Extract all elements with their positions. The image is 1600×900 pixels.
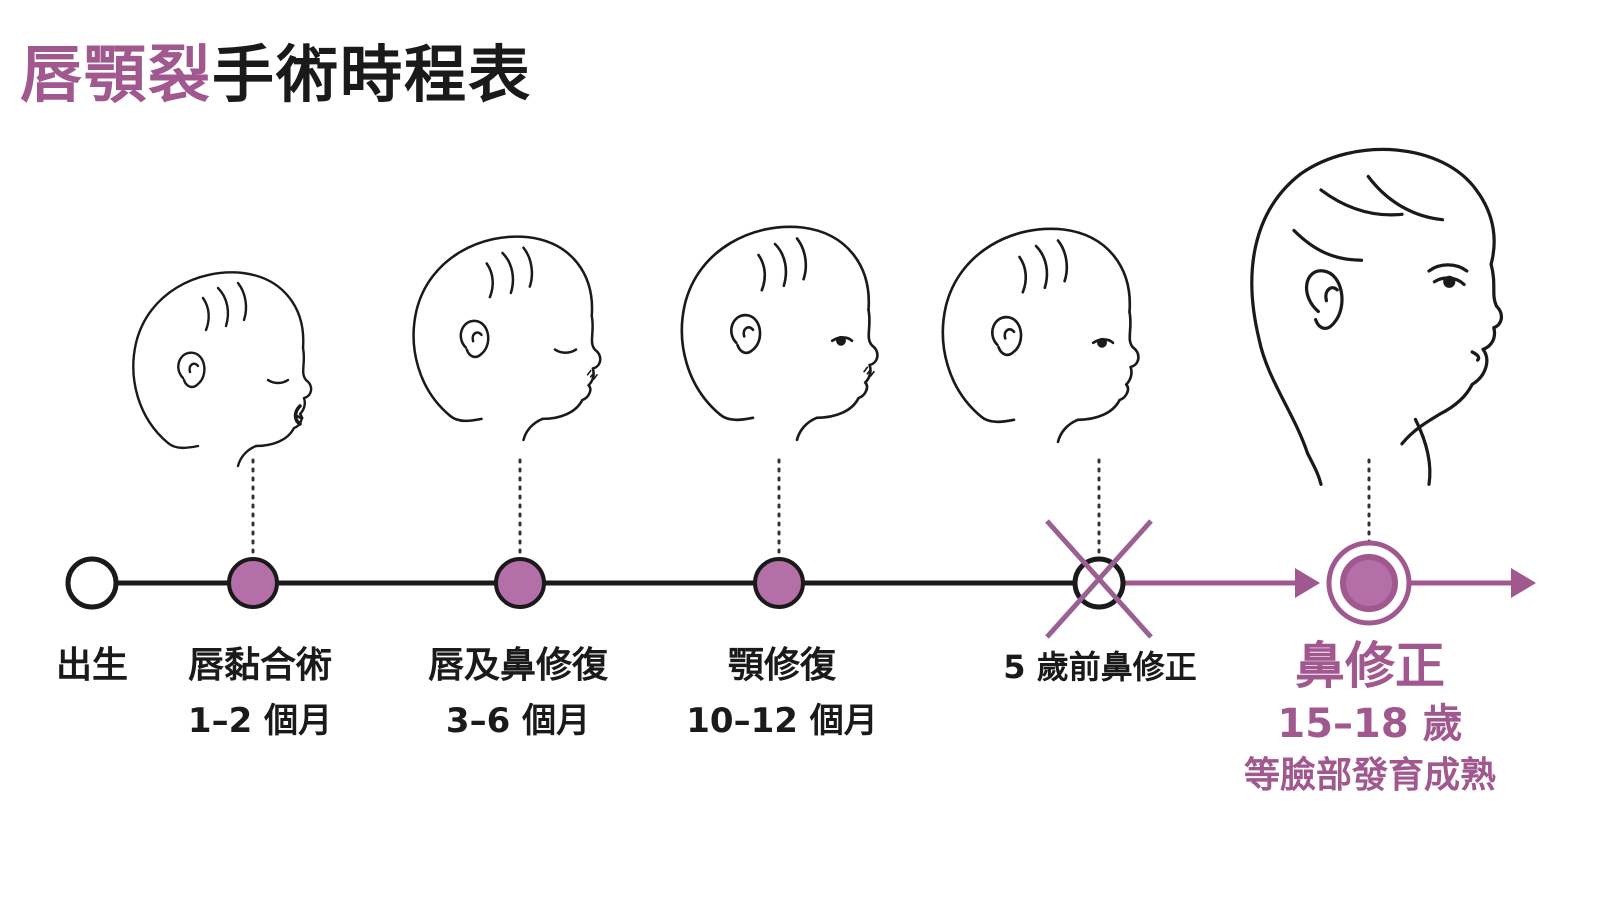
- milestone-palate-repair-label: 顎修復 10–12 個月: [686, 645, 878, 742]
- node-birth: [65, 556, 119, 610]
- milestone-birth-label: 出生: [55, 645, 129, 686]
- head-illustrations: [132, 147, 1503, 486]
- page-title: 唇顎裂手術時程表: [20, 24, 532, 114]
- cross-mark-icon-2: [1045, 519, 1153, 639]
- milestone-rhinoplasty-label: 鼻修正 15–18 歲 等臉部發育成熟: [1243, 637, 1497, 796]
- toddler-head-icon: [680, 225, 879, 442]
- teen-head-icon: [1250, 147, 1503, 486]
- node-palate-repair: [753, 557, 805, 609]
- milestone-lip-nose-repair-label: 唇及鼻修復 3–6 個月: [427, 645, 609, 742]
- node-rhinoplasty: [1340, 554, 1398, 612]
- title-accent: 唇顎裂: [20, 38, 213, 111]
- title-rest: 手術時程表: [212, 38, 533, 111]
- arrow-end-icon: [1511, 568, 1536, 598]
- milestone-lip-adhesion-label: 唇黏合術 1–2 個月: [187, 645, 333, 742]
- child-head-icon: [941, 227, 1140, 444]
- milestone-early-rhinoplasty-label: 5 歲前鼻修正: [1003, 648, 1197, 686]
- timeline-axis: [92, 568, 1536, 598]
- timeline-nodes: [65, 519, 1412, 639]
- node-lip-nose-repair: [494, 557, 546, 609]
- node-lip-adhesion: [227, 557, 279, 609]
- dotted-connectors: [251, 458, 1371, 554]
- baby-head-repaired-lip-icon: [412, 235, 602, 442]
- arrow-icon: [1295, 568, 1320, 598]
- infant-head-cleft-lip-icon: [132, 271, 313, 468]
